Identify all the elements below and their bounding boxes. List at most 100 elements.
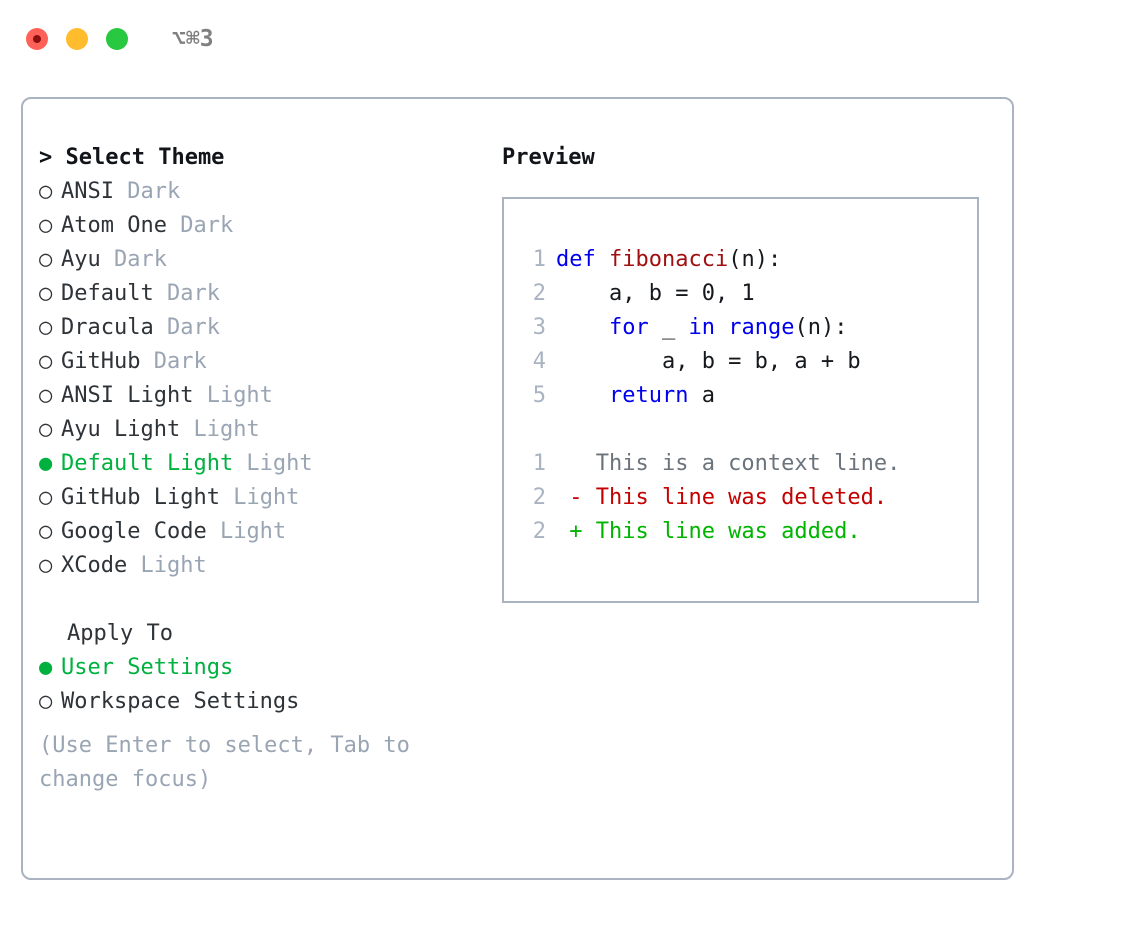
minimize-button-icon[interactable] — [66, 28, 88, 50]
line-number: 2 — [532, 485, 546, 510]
theme-name-label: ANSI — [61, 179, 114, 204]
theme-list-item[interactable]: ○GitHub Light Light — [39, 481, 489, 515]
theme-name-label: Default Light — [61, 451, 234, 476]
radio-unselected-icon[interactable]: ○ — [39, 383, 53, 408]
theme-variant-label: Light — [233, 451, 313, 476]
theme-list-item[interactable]: ○ XCode Light — [39, 549, 489, 583]
theme-list-item[interactable]: ● Default Light Light — [39, 447, 489, 481]
code-token: + This line was added. — [556, 519, 861, 544]
theme-list-item[interactable]: ○ Dracula Dark — [39, 311, 489, 345]
select-theme-heading: > Select Theme — [39, 145, 225, 170]
radio-unselected-icon[interactable]: ○ — [39, 247, 53, 272]
radio-unselected-icon[interactable]: ○ — [39, 417, 53, 442]
code-token: for — [608, 315, 649, 340]
theme-name-label: Ayu — [61, 247, 101, 272]
radio-selected-icon[interactable]: ● — [39, 451, 53, 476]
line-number: 1 — [532, 451, 546, 476]
code-token: - This line was deleted. — [556, 485, 888, 510]
maximize-button-icon[interactable] — [106, 28, 128, 50]
theme-name-label: ANSI Light — [61, 383, 194, 408]
apply-to-item[interactable]: ● User Settings — [39, 651, 489, 685]
line-number: 5 — [532, 383, 546, 408]
theme-list-item[interactable]: ○ ANSI Dark — [39, 175, 489, 209]
line-number: 1 — [532, 247, 546, 272]
code-token: This is a context line. — [556, 451, 901, 476]
keyboard-shortcut-label: ⌥⌘3 — [172, 26, 214, 52]
code-token — [556, 383, 609, 408]
theme-list-item[interactable]: ○ Ayu Dark — [39, 243, 489, 277]
theme-name-label: XCode — [61, 553, 128, 578]
code-diff-separator — [518, 413, 977, 447]
apply-to-label: User Settings — [61, 655, 234, 680]
theme-variant-label: Dark — [153, 315, 220, 340]
code-token: a — [688, 383, 715, 408]
theme-variant-label: Dark — [100, 247, 167, 272]
apply-to-heading: Apply To — [67, 621, 173, 646]
theme-selection-column: > Select Theme ○ANSI Dark○Atom One Dark○… — [39, 141, 489, 797]
apply-to-list[interactable]: ● User Settings ○ Workspace Settings — [39, 651, 489, 719]
code-token: return — [608, 383, 689, 408]
theme-variant-label: Dark — [113, 179, 181, 204]
theme-variant-label: Dark — [166, 213, 234, 238]
radio-unselected-icon[interactable]: ○ — [39, 485, 53, 510]
theme-list-item[interactable]: ○ Default Dark — [39, 277, 489, 311]
code-token: a, b = 0, 1 — [556, 281, 755, 306]
code-line: 5 return a — [518, 379, 977, 413]
theme-list-item[interactable]: ○Ayu Light Light — [39, 413, 489, 447]
theme-list[interactable]: ○ANSI Dark○Atom One Dark○Ayu Dark○Defaul… — [39, 175, 489, 583]
theme-list-item[interactable]: ○ Google Code Light — [39, 515, 489, 549]
theme-name-label: GitHub Light — [61, 485, 220, 510]
code-token: _ — [648, 315, 689, 340]
code-token: fibonacci — [608, 247, 729, 272]
theme-name-label: Google Code — [61, 519, 207, 544]
keyboard-hint-text: (Use Enter to select, Tab to change focu… — [39, 733, 410, 792]
radio-unselected-icon[interactable]: ○ — [39, 315, 53, 340]
radio-unselected-icon[interactable]: ○ — [39, 349, 53, 374]
line-number: 3 — [532, 315, 546, 340]
theme-name-label: Dracula — [61, 315, 154, 340]
radio-unselected-icon[interactable]: ○ — [39, 179, 53, 204]
diff-line: 1 This is a context line. — [518, 447, 977, 481]
diff-line: 2 + This line was added. — [518, 515, 977, 549]
theme-name-label: Default — [61, 281, 154, 306]
code-line: 2 a, b = 0, 1 — [518, 277, 977, 311]
apply-to-label: Workspace Settings — [61, 689, 300, 714]
line-number: 4 — [532, 349, 546, 374]
theme-variant-label: Light — [127, 553, 207, 578]
code-token: def — [556, 247, 609, 272]
list-spacer — [39, 583, 489, 617]
line-number: 2 — [532, 519, 546, 544]
radio-unselected-icon[interactable]: ○ — [39, 689, 53, 714]
code-token: a, b = b, a + b — [556, 349, 861, 374]
line-number: 2 — [532, 281, 546, 306]
theme-variant-label: Light — [180, 417, 260, 442]
theme-variant-label: Light — [206, 519, 287, 544]
theme-list-item[interactable]: ○Atom One Dark — [39, 209, 489, 243]
code-token: in — [688, 315, 715, 340]
radio-selected-icon[interactable]: ● — [39, 655, 53, 680]
theme-variant-label: Dark — [153, 281, 220, 306]
close-button-inner-dot — [33, 35, 41, 43]
radio-unselected-icon[interactable]: ○ — [39, 213, 53, 238]
diff-line: 2 - This line was deleted. — [518, 481, 977, 515]
apply-to-item[interactable]: ○ Workspace Settings — [39, 685, 489, 719]
radio-unselected-icon[interactable]: ○ — [39, 281, 53, 306]
theme-list-item[interactable]: ○GitHub Dark — [39, 345, 489, 379]
code-token: (n): — [794, 315, 848, 340]
theme-name-label: GitHub — [61, 349, 141, 374]
code-token — [715, 315, 728, 340]
radio-unselected-icon[interactable]: ○ — [39, 519, 53, 544]
preview-heading: Preview — [502, 145, 595, 170]
close-button-icon[interactable] — [26, 28, 48, 50]
theme-variant-label: Light — [193, 383, 273, 408]
theme-list-item[interactable]: ○ ANSI Light Light — [39, 379, 489, 413]
window-titlebar: ⌥⌘3 — [0, 0, 1140, 78]
code-line: 4 a, b = b, a + b — [518, 345, 977, 379]
radio-unselected-icon[interactable]: ○ — [39, 553, 53, 578]
code-line: 3 for _ in range(n): — [518, 311, 977, 345]
